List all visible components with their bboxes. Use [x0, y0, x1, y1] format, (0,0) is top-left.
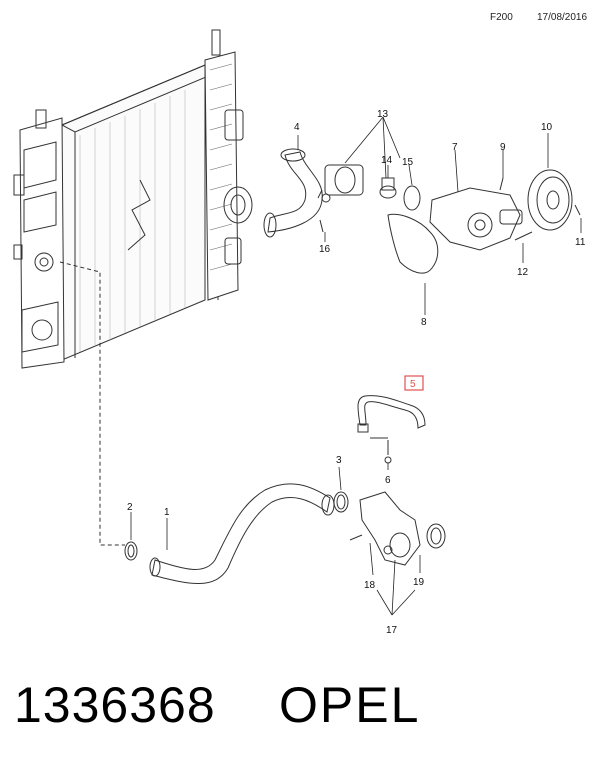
- coolant-pipe: [357, 395, 426, 464]
- upper-hose: [263, 148, 323, 238]
- callout-7: 7: [452, 142, 458, 153]
- lower-hose: [149, 483, 335, 584]
- callout-17: 17: [386, 625, 398, 636]
- callout-13: 13: [377, 109, 389, 120]
- diagram-date: 17/08/2016: [537, 12, 588, 23]
- callout-11: 11: [575, 237, 586, 248]
- callout-1: 1: [164, 507, 170, 518]
- thermostat-housing: [317, 164, 364, 203]
- callout-3-lower: 3: [336, 455, 342, 466]
- highlight-box: [404, 375, 424, 391]
- dashed-connector: [59, 261, 125, 546]
- callout-9: 9: [500, 142, 506, 153]
- callout-15: 15: [402, 157, 414, 168]
- thermostat-insert: [379, 177, 397, 199]
- bolt-12: [514, 231, 533, 241]
- callout-10: 10: [541, 122, 553, 133]
- outlet-housing: [349, 491, 421, 566]
- part-number: 1336368: [14, 677, 216, 733]
- seal-ring-15: [403, 185, 421, 211]
- seal-ring-19: [426, 523, 446, 549]
- bolt-11: [574, 204, 581, 216]
- brand-name: OPEL: [279, 677, 421, 733]
- callout-18: 18: [364, 580, 376, 591]
- bolt-9: [499, 177, 504, 191]
- exploded-parts-diagram: 4 13 14 15 7 9 10 11 12 16 8 5 6 3 2 1 1…: [13, 29, 586, 636]
- hose-clamp-2: [124, 541, 138, 561]
- hose-clamp-3: [333, 491, 349, 513]
- callout-6: 6: [385, 475, 391, 486]
- callout-12: 12: [517, 267, 529, 278]
- callout-19: 19: [413, 577, 425, 588]
- bolt-16: [319, 219, 324, 233]
- callout-5: 5: [410, 379, 416, 390]
- callout-8: 8: [421, 317, 427, 328]
- callout-16: 16: [319, 244, 331, 255]
- water-pump: [429, 187, 523, 251]
- callout-4: 4: [294, 122, 300, 133]
- leader-lines: [130, 116, 582, 616]
- callout-2: 2: [127, 502, 133, 513]
- callout-14: 14: [381, 155, 393, 166]
- diagram-code: F200: [490, 12, 513, 23]
- radiator-illustration: [13, 29, 253, 369]
- gasket: [387, 213, 439, 274]
- pump-pulley: [527, 169, 573, 231]
